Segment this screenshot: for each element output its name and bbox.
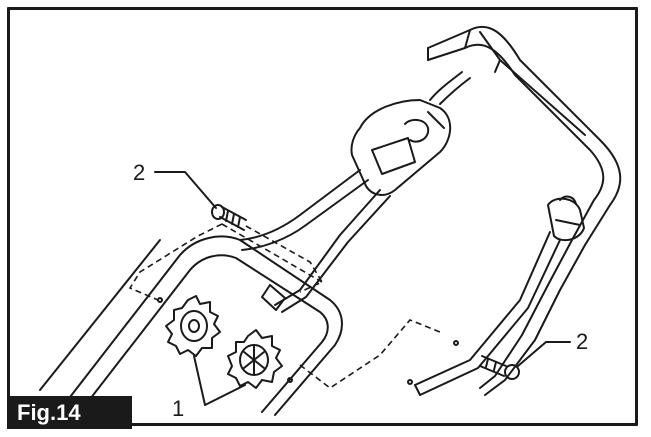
lower-right-tube: [407, 231, 561, 396]
callout-bolt-left: 2: [133, 160, 146, 185]
handle-clamp: [547, 195, 585, 242]
switch-box: [350, 99, 452, 196]
callout-bolt-right: 2: [576, 329, 589, 354]
callout-knobs: 1: [172, 396, 185, 421]
figure-frame: [7, 7, 638, 426]
figure-label: Fig.14: [7, 396, 132, 429]
alignment-guides: [128, 223, 441, 389]
bolt-left: [211, 204, 247, 231]
handle-grip: [479, 31, 586, 136]
lower-handle-frame: [39, 235, 343, 416]
bolt-right: [479, 355, 520, 380]
leader-lines: [154, 171, 571, 406]
cables: [239, 71, 471, 313]
star-knob-lower: [227, 329, 283, 389]
star-knob-upper: [165, 295, 221, 357]
